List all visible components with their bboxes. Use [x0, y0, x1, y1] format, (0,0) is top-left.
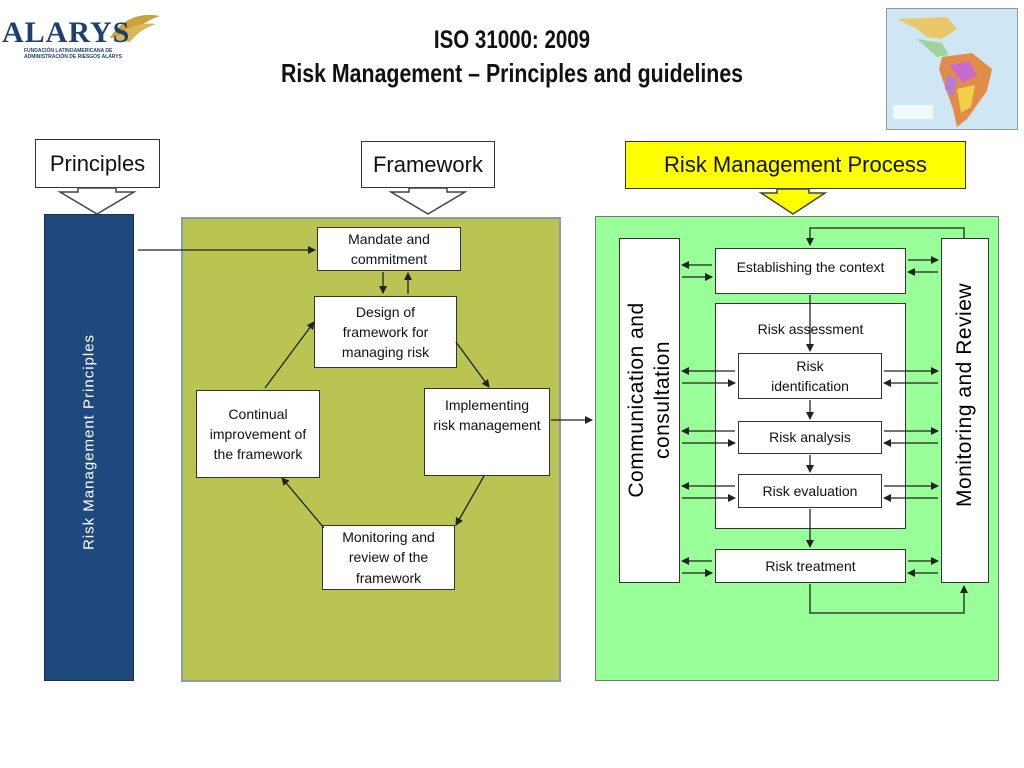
- page-subtitle: Risk Management – Principles and guideli…: [280, 58, 744, 88]
- logo-subtitle-2: ADMINISTRACIÓN DE RIESGOS ALARYS: [24, 54, 122, 60]
- alarys-logo: ALARYS FUNDACIÓN LATINOAMERICANA DE ADMI…: [2, 8, 162, 60]
- logo-name: ALARYS: [2, 16, 131, 49]
- process-down-arrow: [758, 188, 828, 215]
- implementing-box: Implementing risk management: [424, 388, 550, 476]
- communication-bar: [619, 238, 680, 583]
- framework-down-arrow: [388, 187, 468, 215]
- analysis-box: Risk analysis: [738, 421, 882, 454]
- continual-box: Continual improvement of the framework: [196, 390, 320, 478]
- treatment-box: Risk treatment: [715, 549, 906, 583]
- process-header: Risk Management Process: [625, 141, 966, 189]
- wing-icon: [110, 14, 160, 42]
- evaluation-box: Risk evaluation: [738, 474, 882, 508]
- logo-subtitle-1: FUNDACIÓN LATINOAMERICANA DE: [24, 48, 113, 54]
- latin-america-map-image: [886, 8, 1018, 130]
- context-box: Establishing the context: [715, 248, 906, 294]
- framework-monitoring-box: Monitoring and review of the framework: [322, 525, 455, 590]
- design-box: Design of framework for managing risk: [314, 296, 457, 368]
- principles-panel: [44, 214, 134, 681]
- identification-box: Risk identification: [738, 353, 882, 399]
- principles-header: Principles: [35, 139, 160, 188]
- principles-down-arrow: [57, 187, 137, 215]
- mandate-box: Mandate and commitment: [317, 227, 461, 271]
- framework-header: Framework: [361, 141, 495, 188]
- page-title: ISO 31000: 2009: [433, 26, 591, 54]
- monitoring-review-bar: [941, 238, 989, 583]
